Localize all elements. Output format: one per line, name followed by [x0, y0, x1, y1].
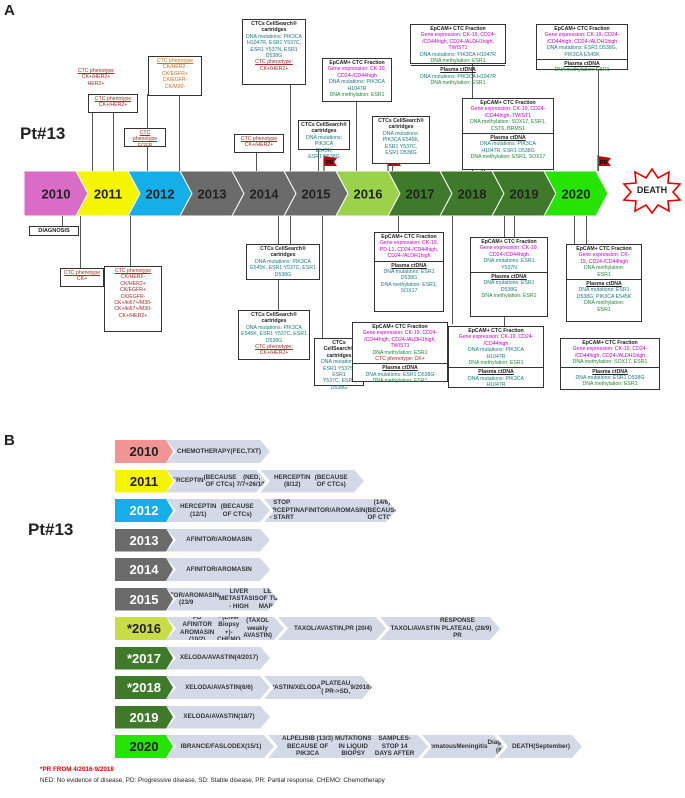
treatment-step: TAXOL/AVASTIN,PR (20/4): [278, 617, 386, 640]
panel-a-letter: A: [4, 2, 15, 19]
year-chevron: 2019: [115, 705, 173, 729]
year-chevron: *2016: [115, 617, 173, 640]
connector: [398, 216, 399, 233]
connector: [452, 216, 453, 324]
timeline-year-label: 2012: [146, 187, 175, 202]
connector: [130, 216, 131, 268]
year-chevron: 2014: [115, 558, 173, 581]
epcam-fraction-2020b: EpCAM+ CTC Fraction Gene expression: CK-…: [566, 244, 642, 322]
timeline-year-label: 2011: [94, 187, 122, 202]
timeline-year-label: 2017: [406, 187, 435, 202]
year-chevron: 2010: [115, 440, 173, 463]
timeline-year-label: 2015: [302, 187, 331, 202]
connector: [179, 94, 180, 171]
death-label: DEATH: [636, 185, 668, 195]
connector: [514, 216, 515, 238]
year-chevron: 2015: [115, 587, 173, 611]
ctc-phenotype-2012c: CTC phenotype CK/HER2-CK/HER2+CK/EGFR+CK…: [104, 266, 162, 332]
footnote-pr: *PR FROM 4/2016-9/2018: [40, 766, 114, 773]
timeline-year-label: 2020: [562, 187, 591, 202]
epcam-fraction-2018: EpCAM+ CTC Fraction Gene expression: CK-…: [462, 98, 554, 170]
treatment-step: DEATH(September): [498, 735, 582, 758]
treatment-step: PD AFINITOR AROMASIN (10/2)- (Liver Biop…: [166, 617, 284, 640]
panel-b-letter: B: [4, 432, 15, 449]
cellsearch-2014: CTCs CellSearch®cartridges DNA mutations…: [242, 19, 306, 85]
connector: [113, 101, 114, 171]
year-chevron: 2011: [115, 469, 173, 493]
year-chevron: 2013: [115, 528, 173, 552]
year-chevron: *2018: [115, 676, 173, 699]
cellsearch-2016: CTCs CellSearch®cartridges DNA mutations…: [372, 116, 430, 164]
cellsearch-2015: CTCs CellSearch®cartridges DNA mutations…: [298, 120, 350, 160]
connector: [392, 164, 393, 171]
treatment-step: CHEMOTHERAPY(FEC,TXT): [166, 440, 270, 463]
panel-b-patient-label: Pt#13: [28, 520, 74, 539]
connector: [62, 216, 63, 226]
svg-text:PD: PD: [600, 160, 608, 166]
treatment-step: XELODA/AVASTIN(4/2017): [166, 647, 270, 670]
connector: [290, 84, 291, 171]
treatment-step: HERCEPTIN (12/1)(BECAUSE OF CTCs): [166, 499, 270, 522]
timeline-year-segment: [543, 170, 609, 217]
epcam-fraction-2020c: EpCAM+ CTC Fraction Gene expression: CK-…: [560, 338, 660, 390]
treatment-step: HERCEPTIN(BECAUSE OF CTCs)(NED, 7/7+26/1…: [166, 470, 266, 493]
connector: [318, 149, 319, 171]
epcam-fraction-2020a: EpCAM+ CTC Fraction Gene expression: CK-…: [536, 24, 628, 73]
pd-flag-icon: PD: [322, 155, 338, 171]
connector: [322, 216, 323, 338]
treatment-step: XELODA/AVASTIN(18/7): [166, 706, 270, 729]
epcam-fraction-2018c: EpCAM+ CTC Fraction Gene expression: CK-…: [448, 326, 544, 388]
connector: [586, 216, 587, 246]
cellsearch-2015b: CTCs CellSearch®cartridges DNA mutations…: [246, 244, 320, 280]
connector: [356, 100, 357, 171]
timeline-year-label: 2010: [42, 187, 71, 202]
connector: [598, 69, 599, 171]
epcam-fraction-2018b: EpCAM+ CTC Fraction Gene expression: CK-…: [470, 237, 548, 317]
death-star-icon: [622, 168, 682, 214]
timeline-year-label: 2014: [250, 187, 280, 202]
timeline-year-label: 2016: [354, 187, 383, 202]
epcam-fraction-2015: EpCAM+ CTC Fraction Gene expression: CK-…: [322, 58, 392, 102]
timeline-year-label: 2013: [198, 187, 227, 202]
panel-a-patient-label: Pt#13: [20, 124, 66, 143]
connector: [256, 148, 257, 171]
treatment-step: AFINITOR/AROMASIN: [166, 558, 270, 581]
year-chevron: 2012: [115, 499, 173, 522]
diagnosis-box: DIAGNOSIS: [29, 226, 79, 236]
connector: [92, 105, 93, 171]
connector: [80, 216, 81, 270]
epcam-fraction-2016: EpCAM+ CTC Fraction Gene expression: CK-…: [374, 232, 444, 312]
svg-text:PD: PD: [326, 160, 334, 166]
treatment-step: AFINITOR/AROMASIN: [166, 529, 270, 552]
footnote-abbreviations: NED: No evidence of disease, PD: Progres…: [40, 777, 385, 784]
treatment-step: XELODA/AVASTIN(6/6): [166, 676, 270, 699]
connector: [290, 216, 291, 246]
year-chevron: *2017: [115, 646, 173, 670]
epcam-fraction-2017: EpCAM+ CTC Fraction Gene expression: CK-…: [410, 24, 506, 86]
treatment-step: HERCEPTIN (8/12)(BECAUSE OF CTCs): [260, 470, 364, 493]
treatment-step: IBRANCE/FASLODEX(15/1): [166, 735, 274, 758]
year-chevron: 2020: [115, 735, 173, 758]
timeline-arrow: 2010 2011 2012 2013 2014 2015 2016 2017 2018 2019…: [23, 170, 609, 217]
epcam-fraction-2017b: EpCAM+ CTC Fraction Gene expression: CK-…: [352, 322, 448, 384]
cellsearch-2014b: CTCs CellSearch®cartridges DNA mutations…: [238, 310, 310, 360]
timeline-year-label: 2019: [510, 187, 539, 202]
timeline-year-label: 2018: [458, 187, 487, 202]
